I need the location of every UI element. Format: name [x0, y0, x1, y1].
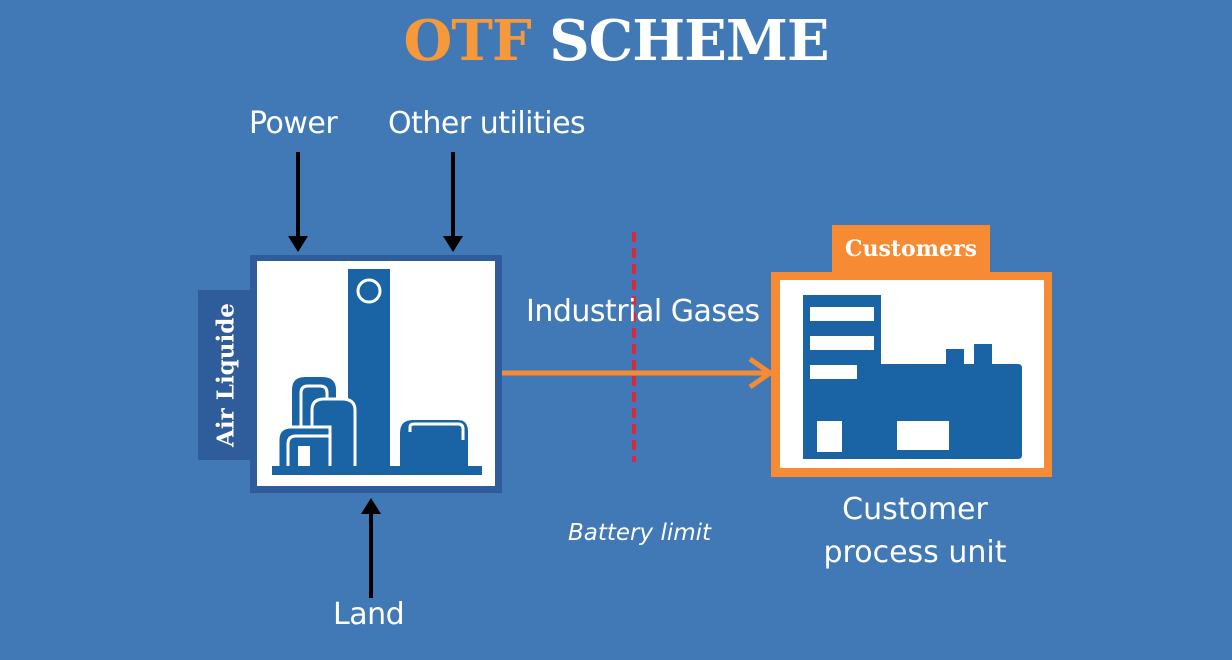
other-utilities-label: Other utilities [388, 106, 586, 141]
customers-tab [832, 225, 990, 277]
industrial-gases-label: Industrial Gases [526, 294, 760, 329]
title-scheme: SCHEME [549, 8, 829, 74]
industrial-gases-arrow [502, 356, 775, 390]
industrial-plant-icon [272, 269, 482, 475]
factory-building-icon [803, 295, 1022, 459]
flow-arrowhead-icon [748, 356, 775, 390]
other-utilities-arrowhead-icon [443, 236, 463, 252]
battery-limit-label: Battery limit [568, 520, 712, 546]
power-label: Power [249, 106, 338, 141]
land-arrowhead-icon [361, 498, 381, 514]
title-otf: OTF [403, 8, 532, 74]
caption-line-2: process unit [823, 535, 1007, 570]
air-liquide-tab [198, 290, 252, 460]
other-utilities-arrow [443, 152, 463, 252]
power-arrow [288, 152, 308, 252]
customer-process-unit-caption: Customer process unit [780, 488, 1050, 574]
page-title: OTF SCHEME [0, 8, 1232, 74]
caption-line-1: Customer [842, 492, 988, 527]
land-arrow [361, 498, 381, 598]
power-arrowhead-icon [288, 236, 308, 252]
customers-tab-label: Customers [845, 236, 977, 262]
land-label: Land [333, 597, 405, 632]
